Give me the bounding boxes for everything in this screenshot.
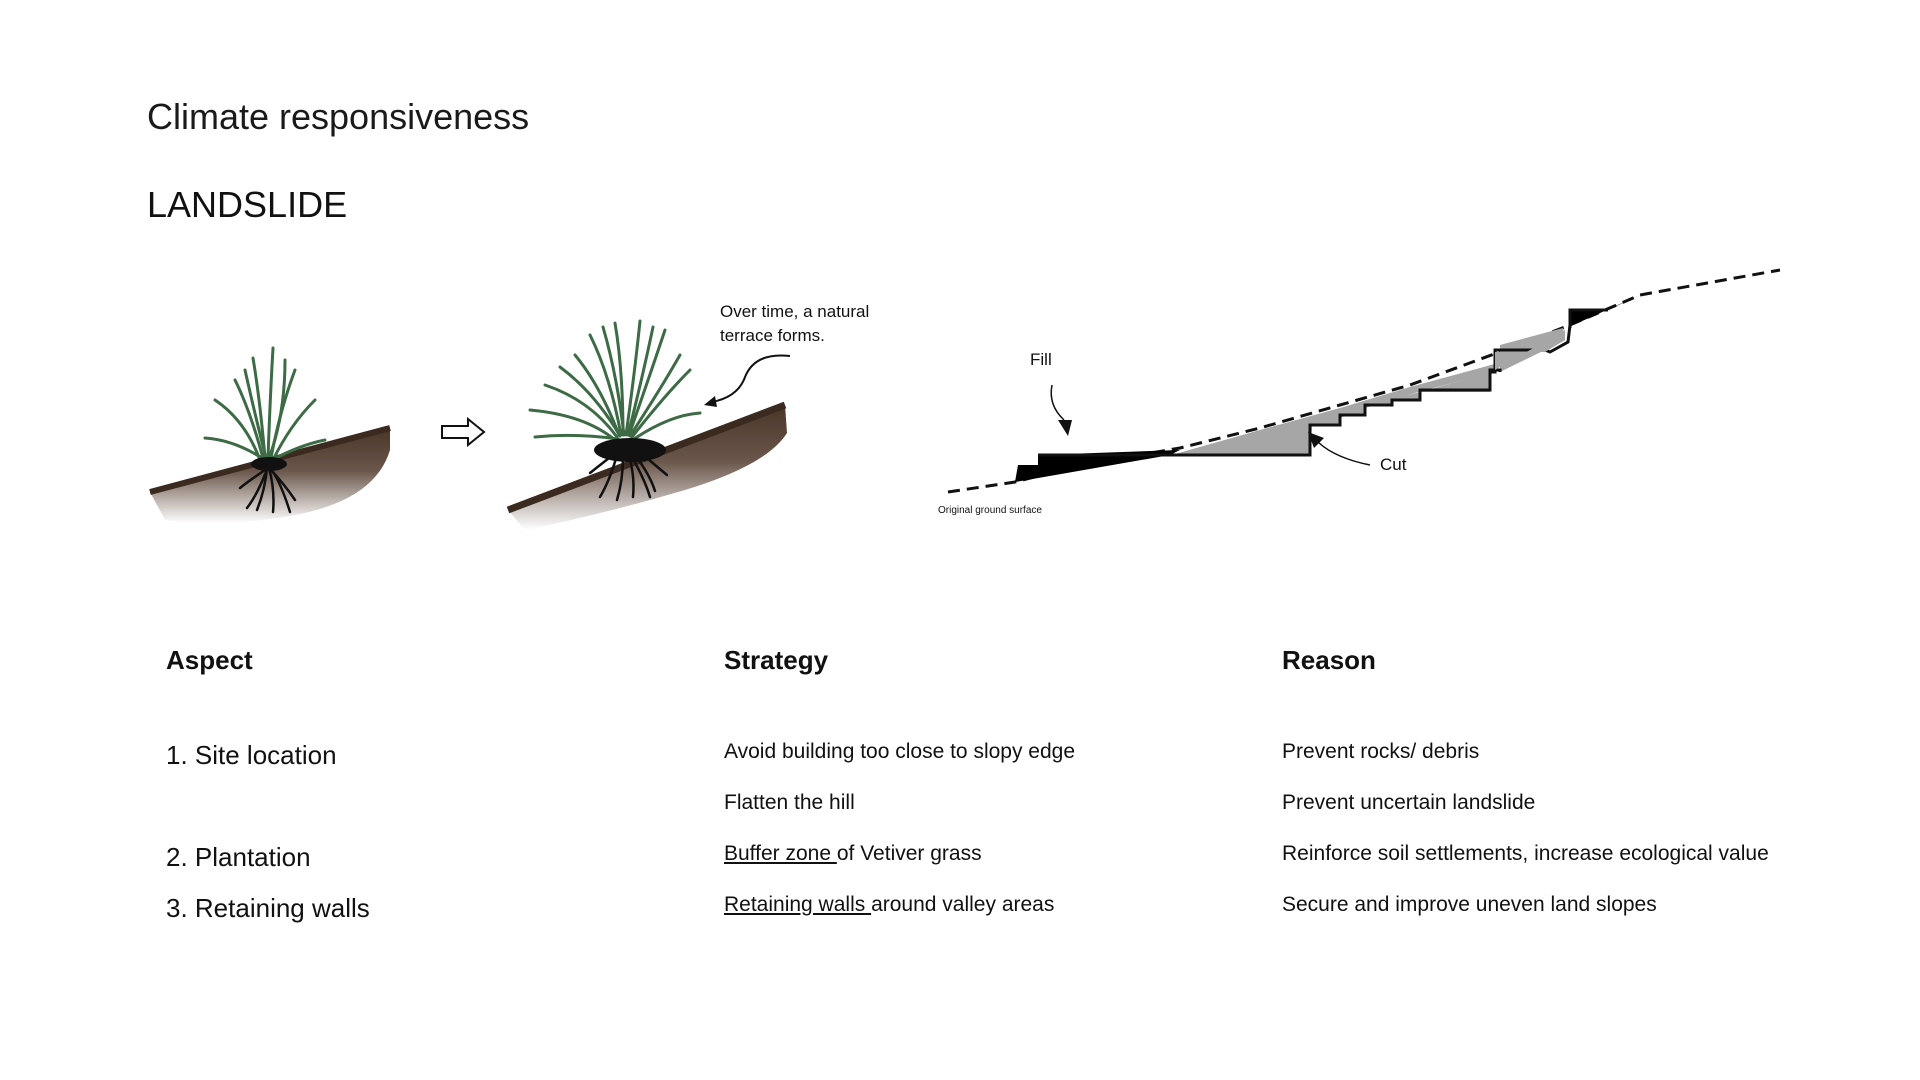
fill-label: Fill <box>1030 350 1052 369</box>
ground-surface-label: Original ground surface <box>938 505 1042 516</box>
reason-row-1: Prevent rocks/ debris <box>1282 740 1480 763</box>
terrace-note-line2: terrace forms. <box>720 326 825 345</box>
slide-subtitle: LANDSLIDE <box>147 184 348 225</box>
natural-terrace-illustration <box>505 315 795 535</box>
slide-title: Climate responsiveness <box>147 96 530 137</box>
strategy-row-3: Buffer zone of Vetiver grass <box>724 842 982 866</box>
header-strategy: Strategy <box>724 645 829 675</box>
cut-fill-diagram <box>940 260 1790 530</box>
arrow-right-icon <box>440 417 486 447</box>
strategy-row-4-text: around valley areas <box>871 893 1055 916</box>
terrace-note: Over time, a natural terrace forms. <box>720 300 869 348</box>
strategy-row-1: Avoid building too close to slopy edge <box>724 740 1075 764</box>
cut-label: Cut <box>1380 455 1407 474</box>
terrace-note-line1: Over time, a natural <box>720 302 870 321</box>
aspect-retaining-walls: 3. Retaining walls <box>166 893 370 923</box>
reason-row-3: Reinforce soil settlements, increase eco… <box>1282 842 1769 865</box>
header-aspect: Aspect <box>166 645 253 675</box>
aspect-site-location: 1. Site location <box>166 740 337 770</box>
header-reason: Reason <box>1282 645 1376 675</box>
reason-row-2: Prevent uncertain landslide <box>1282 791 1536 814</box>
strategy-row-2: Flatten the hill <box>724 791 855 815</box>
strategy-row-4: Retaining walls around valley areas <box>724 893 1054 917</box>
strategy-row-2-text: Flatten the hill <box>724 791 855 814</box>
curved-arrow-icon <box>700 352 795 412</box>
aspect-plantation: 2. Plantation <box>166 842 311 872</box>
strategy-row-3-text: of Vetiver grass <box>836 842 982 865</box>
vetiver-grass-slope-illustration <box>145 340 405 530</box>
strategy-row-4-underlined: Retaining walls <box>724 893 872 916</box>
strategy-row-3-underlined: Buffer zone <box>724 842 837 865</box>
strategy-row-1-text: Avoid building too close to slopy edge <box>724 740 1076 763</box>
reason-row-4: Secure and improve uneven land slopes <box>1282 893 1657 916</box>
